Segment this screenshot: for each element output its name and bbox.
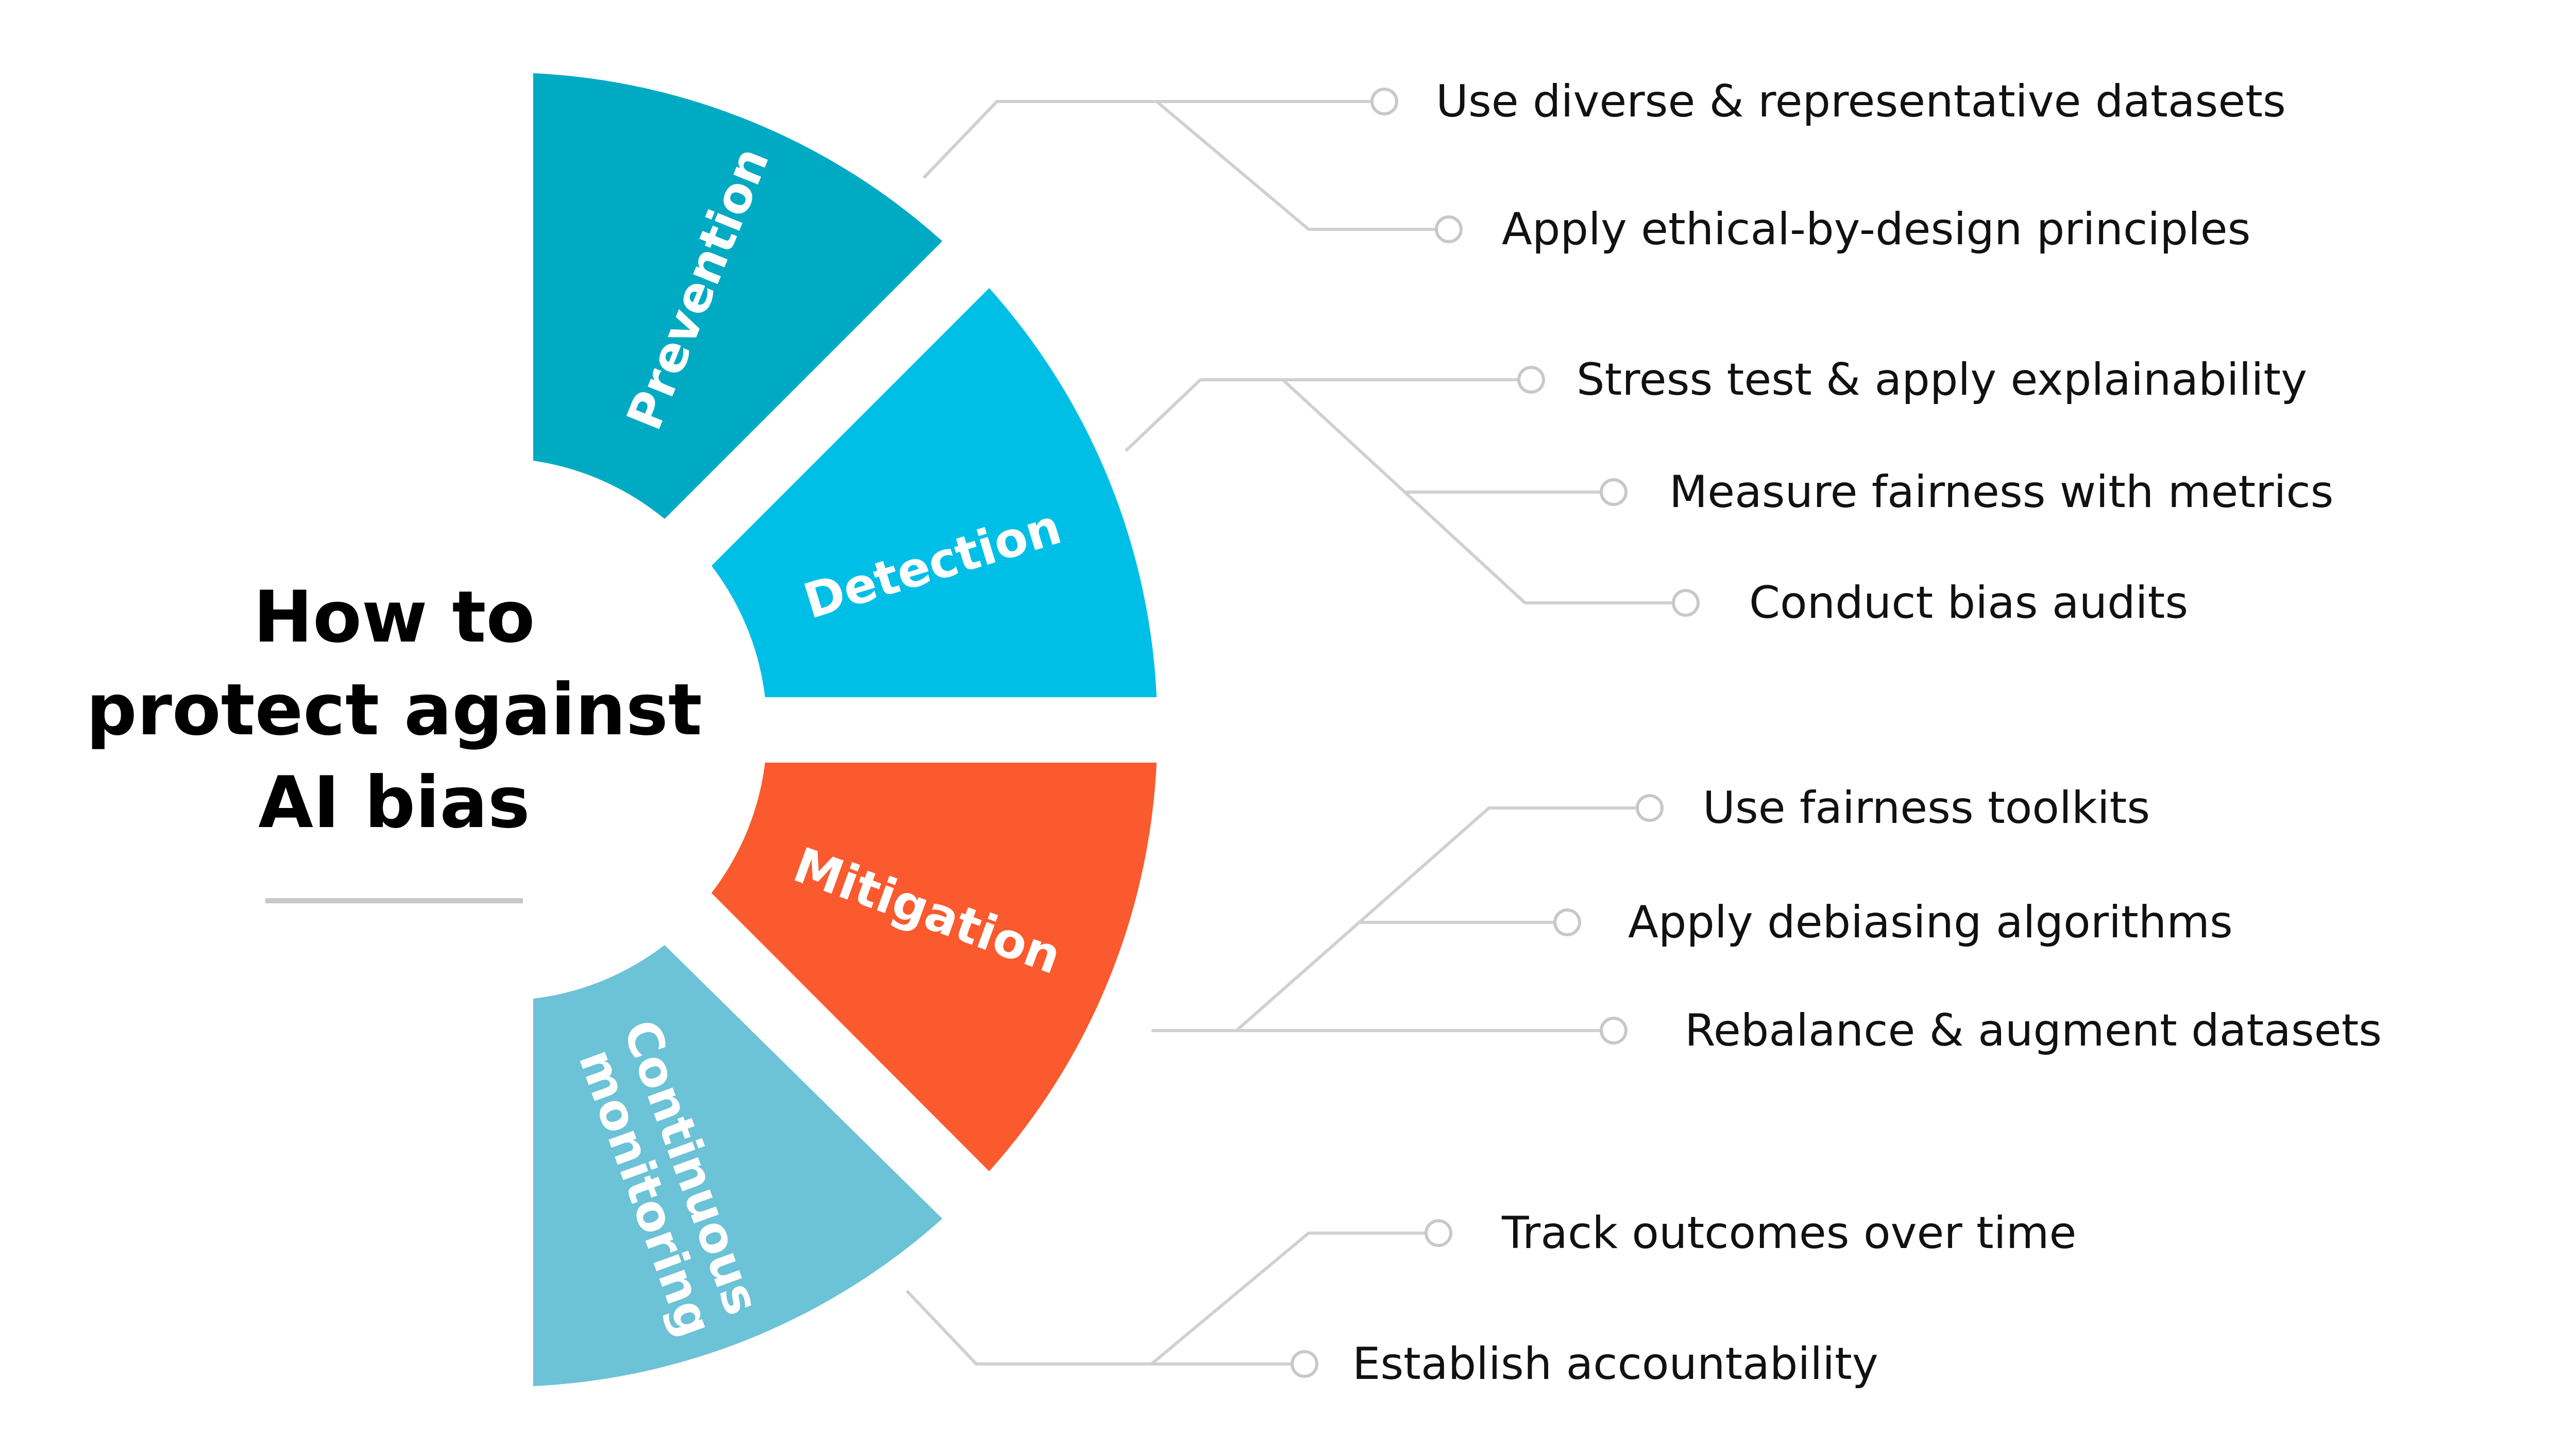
node-detection-3 bbox=[1672, 589, 1700, 617]
node-mitigation-2 bbox=[1553, 908, 1581, 936]
node-detection-1 bbox=[1517, 366, 1545, 394]
item-mitigation-2: Apply debiasing algorithms bbox=[1628, 897, 2233, 948]
item-mitigation-3: Rebalance & augment datasets bbox=[1685, 1005, 2382, 1056]
item-monitoring-1: Track outcomes over time bbox=[1501, 1207, 2076, 1259]
connectors bbox=[905, 100, 1672, 1366]
segment-mitigation: Mitigation bbox=[711, 763, 1157, 1171]
node-mitigation-3 bbox=[1600, 1017, 1628, 1044]
node-prevention-1 bbox=[1370, 88, 1398, 115]
segment-mitigation-shape bbox=[711, 763, 1157, 1171]
items: Use diverse & representative datasets Ap… bbox=[1291, 76, 2382, 1390]
item-prevention-1: Use diverse & representative datasets bbox=[1436, 76, 2286, 127]
connector-monitoring-trunk bbox=[905, 1289, 1291, 1366]
connector-prevention-branch bbox=[1156, 100, 1435, 231]
connector-detection-diagonal bbox=[1281, 378, 1672, 604]
item-detection-3: Conduct bias audits bbox=[1749, 577, 2188, 629]
item-detection-1: Stress test & apply explainability bbox=[1577, 354, 2307, 406]
item-mitigation-1: Use fairness toolkits bbox=[1703, 782, 2150, 834]
item-detection-2: Measure fairness with metrics bbox=[1669, 466, 2333, 518]
node-prevention-2 bbox=[1435, 215, 1463, 243]
connector-monitoring-branch bbox=[1150, 1232, 1425, 1366]
segment-detection: Detection bbox=[711, 288, 1157, 697]
segment-detection-shape bbox=[711, 288, 1157, 697]
segment-monitoring: Continuous monitoring bbox=[533, 945, 942, 1386]
segment-monitoring-shape bbox=[533, 945, 942, 1386]
connector-prevention-trunk bbox=[922, 100, 1370, 179]
node-monitoring-1 bbox=[1425, 1219, 1452, 1247]
node-mitigation-1 bbox=[1636, 794, 1664, 822]
connector-mitigation-diagonal bbox=[1235, 806, 1636, 1032]
segment-prevention: Prevention bbox=[533, 73, 942, 519]
connector-detection-trunk bbox=[1124, 378, 1517, 452]
segment-prevention-shape bbox=[533, 73, 942, 519]
title-line-1: How to bbox=[253, 576, 535, 659]
title-line-2: protect against bbox=[86, 668, 702, 751]
item-prevention-2: Apply ethical-by-design principles bbox=[1502, 204, 2250, 255]
node-detection-2 bbox=[1600, 478, 1628, 506]
diagram-title: How to protect against AI bias bbox=[86, 576, 702, 903]
item-monitoring-2: Establish accountability bbox=[1352, 1338, 1878, 1390]
node-monitoring-2 bbox=[1291, 1350, 1318, 1378]
title-line-3: AI bias bbox=[258, 761, 530, 844]
